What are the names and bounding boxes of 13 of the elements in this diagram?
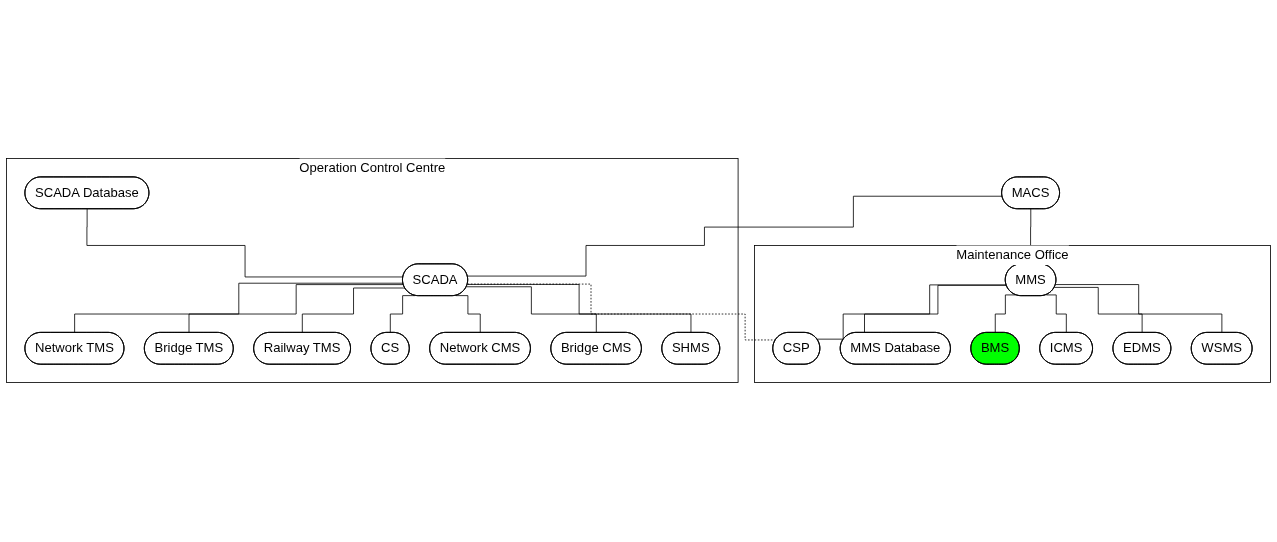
connector	[188, 284, 404, 334]
connector	[1055, 284, 1223, 334]
connector	[1045, 294, 1067, 334]
connector	[816, 285, 1007, 340]
connector	[467, 196, 1003, 277]
connector	[301, 288, 406, 334]
connector	[86, 209, 404, 278]
connector	[74, 283, 404, 334]
connector	[455, 295, 481, 334]
connector	[466, 286, 597, 334]
connector	[864, 284, 1007, 334]
connector	[1054, 287, 1143, 334]
connector	[467, 284, 692, 334]
